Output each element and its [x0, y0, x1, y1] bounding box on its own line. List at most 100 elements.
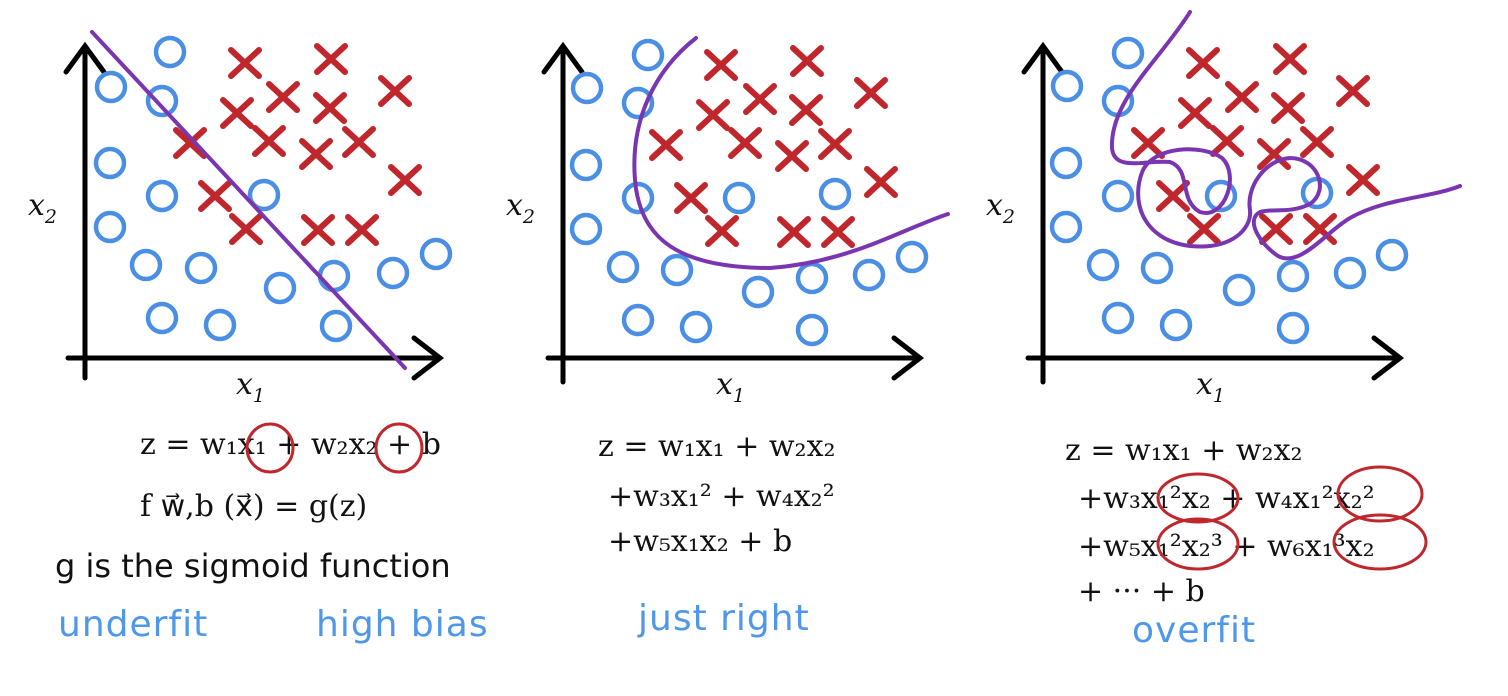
cross-marker [342, 126, 376, 158]
equation-line-4: + ··· + b [1078, 574, 1205, 609]
cross-marker [345, 214, 379, 246]
decision-boundary-line [90, 30, 407, 370]
cross-marker [1186, 47, 1220, 79]
cross-marker [1346, 164, 1380, 196]
cross-marker [1273, 43, 1307, 75]
cross-marker [314, 43, 348, 75]
circle-marker [1101, 301, 1135, 335]
cross-marker [777, 216, 811, 248]
y-axis-label: x2 [986, 188, 1015, 228]
cross-marker [252, 125, 286, 157]
caption-just-right: just right [638, 598, 810, 639]
x-axis-label: x1 [236, 367, 265, 407]
sigmoid-note: g is the sigmoid function [55, 547, 451, 585]
circle-marker [153, 35, 187, 69]
circle-marker [631, 38, 665, 72]
equation-line-3: +w₅x₁x₂ + b [608, 524, 793, 559]
equation-line-3: +w₅x₁²x₂³ + w₆x₁³x₂ [1078, 529, 1375, 564]
cross-marker [854, 77, 888, 109]
circle-marker [129, 248, 163, 282]
cross-marker [1300, 126, 1334, 158]
cross-marker [790, 45, 824, 77]
circle-marker [1222, 273, 1256, 307]
circle-marker [1050, 69, 1084, 103]
axes [541, 41, 925, 385]
circle-marker [569, 148, 603, 182]
cross-marker [775, 140, 809, 172]
cross-marker [1156, 180, 1190, 212]
circle-marker [606, 250, 640, 284]
circle-marker [1086, 248, 1120, 282]
cross-marker [1303, 213, 1337, 245]
cross-marker [704, 49, 738, 81]
circle-marker [1276, 259, 1310, 293]
highlight-circle [1336, 465, 1424, 523]
circle-marker [852, 258, 886, 292]
circle-marker [818, 177, 852, 211]
cross-marker [388, 164, 422, 196]
circle-marker [1333, 256, 1367, 290]
circle-marker [795, 313, 829, 347]
circle-marker [1049, 210, 1083, 244]
highlight-circle [245, 422, 295, 474]
cross-marker [228, 47, 262, 79]
axes [1021, 41, 1405, 385]
caption-underfit: underfit [58, 604, 209, 645]
circle-marker [621, 181, 655, 215]
equation-line-1: z = w₁x₁ + w₂x₂ [598, 429, 836, 464]
circle-marker [1101, 84, 1135, 118]
circle-marker [1300, 176, 1334, 210]
cross-marker [220, 97, 254, 129]
circle-marker [895, 240, 929, 274]
cross-marker [301, 214, 335, 246]
cross-marker [705, 215, 739, 247]
cross-marker [789, 94, 823, 126]
cross-marker [743, 83, 777, 115]
circle-marker [94, 70, 128, 104]
circle-marker [570, 71, 604, 105]
equation-f: f w⃗,b (x⃗) = g(z) [140, 489, 368, 524]
caption-high-bias: high bias [316, 604, 489, 645]
circle-marker [722, 181, 756, 215]
cross-marker [649, 129, 683, 161]
circle-marker [569, 212, 603, 246]
class-o-markers [569, 38, 929, 347]
circle-marker [1111, 36, 1145, 70]
circle-marker [1159, 308, 1193, 342]
circle-marker [317, 259, 351, 293]
cross-marker [1225, 81, 1259, 113]
cross-marker [1271, 92, 1305, 124]
cross-marker [1187, 213, 1221, 245]
class-o-markers [1049, 36, 1409, 345]
cross-marker [378, 75, 412, 107]
circle-marker [741, 275, 775, 309]
axes [63, 41, 445, 381]
cross-marker [821, 216, 855, 248]
cross-marker [299, 138, 333, 170]
circle-marker [184, 251, 218, 285]
cross-marker [728, 127, 762, 159]
circle-marker [93, 210, 127, 244]
circle-marker [145, 301, 179, 335]
equation-line-2: +w₃x₁² + w₄x₂² [608, 479, 835, 514]
x-axis-arrowhead [411, 335, 445, 381]
cross-marker [674, 182, 708, 214]
decision-boundary-curve [632, 36, 950, 271]
circle-marker [1140, 251, 1174, 285]
circle-marker [376, 256, 410, 290]
decision-boundary-squiggle [1109, 10, 1462, 261]
cross-marker [1259, 213, 1293, 245]
cross-marker [229, 213, 263, 245]
class-x-markers [1131, 43, 1380, 245]
plot-just-right: x2 x1 [506, 36, 950, 407]
circle-marker [1204, 179, 1238, 213]
y-axis-label: x2 [28, 188, 57, 228]
cross-marker [818, 128, 852, 160]
caption-overfit: overfit [1132, 610, 1257, 651]
y-axis-arrowhead [541, 41, 585, 75]
y-axis-arrowhead [1021, 41, 1065, 75]
equation-line-2: +w₃x₁²x₂ + w₄x₁²x₂² [1078, 481, 1375, 516]
circle-marker [203, 308, 237, 342]
circle-marker [93, 146, 127, 180]
panel-overfit: x2 x1 [960, 0, 1508, 696]
